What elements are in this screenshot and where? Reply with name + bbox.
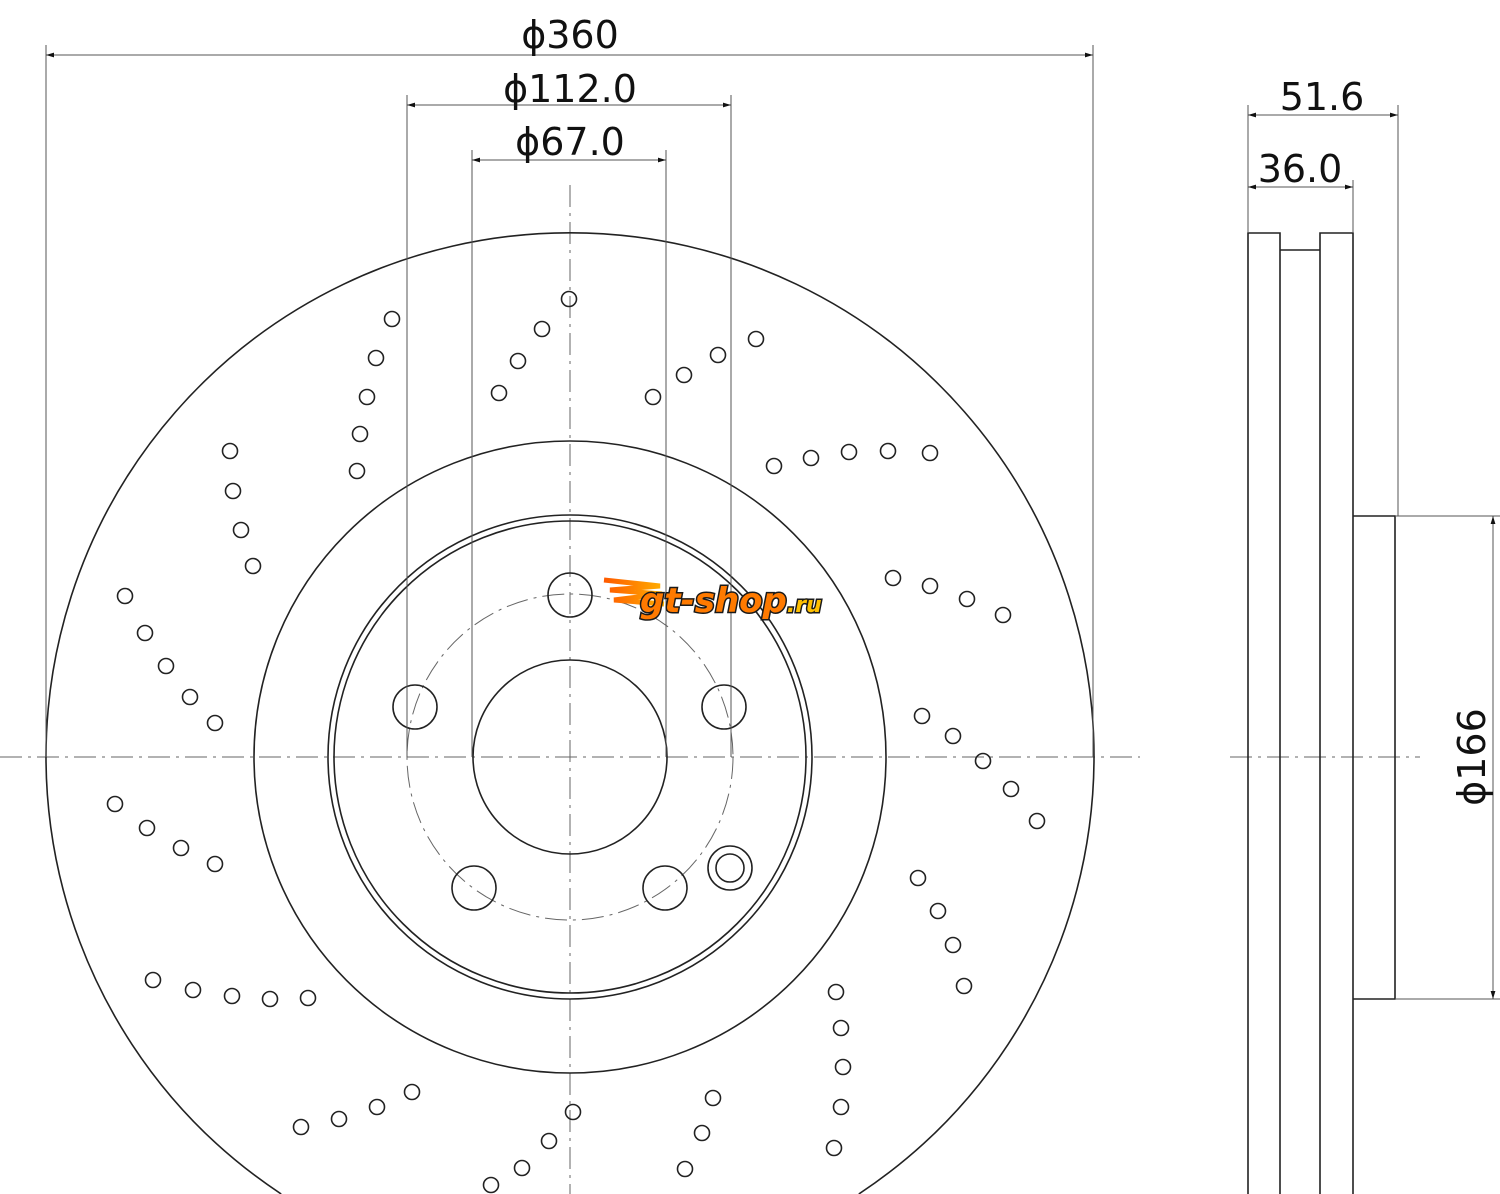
drilled-hole (840, 443, 858, 461)
outer-edge (45, 232, 1095, 1194)
drilled-hole (172, 839, 190, 857)
drilled-hole (879, 442, 897, 460)
drilled-hole (944, 936, 962, 954)
dim-center-bore: ϕ67.0 (515, 120, 625, 164)
side-view: 51.6 36.0 ϕ166 (1230, 75, 1500, 1194)
drilled-hole (206, 855, 224, 873)
hat-edge (253, 440, 887, 1074)
drilled-hole (224, 482, 242, 500)
drilled-hole (802, 449, 820, 467)
bolt-holes (392, 572, 747, 911)
hat-ring-inner (333, 520, 807, 994)
drilled-hole (181, 688, 199, 706)
logo-text: gt-shop (640, 581, 787, 621)
drilled-hole (994, 606, 1012, 624)
drilled-hole (490, 384, 508, 402)
dim-bolt-circle: ϕ112.0 (503, 67, 637, 111)
drilled-hole (513, 1159, 531, 1177)
svg-text:gt-shop.ru: gt-shop.ru (640, 581, 822, 621)
drilled-hole (116, 587, 134, 605)
drilled-hole (974, 752, 992, 770)
dim-hat-diameter: ϕ166 (1450, 708, 1494, 806)
drilled-hole (330, 1110, 348, 1128)
drilled-hole (221, 442, 239, 460)
drilled-hole (403, 1083, 421, 1101)
drilled-hole (540, 1132, 558, 1150)
drilled-hole (929, 902, 947, 920)
locating-hole-outer (707, 845, 753, 891)
drilled-hole (675, 366, 693, 384)
drilled-hole (348, 462, 366, 480)
drilled-hole (693, 1124, 711, 1142)
drilled-hole (299, 989, 317, 1007)
drilled-hole (1028, 812, 1046, 830)
drilled-holes (106, 290, 1046, 1194)
hat-section (1353, 515, 1396, 1000)
drilled-hole (560, 290, 578, 308)
drilled-hole (144, 971, 162, 989)
drilled-hole (564, 1103, 582, 1121)
drilled-hole (832, 1098, 850, 1116)
bolt-hole (642, 865, 688, 911)
front-dimensions: ϕ360 ϕ112.0 ϕ67.0 (45, 13, 1094, 757)
front-view (0, 185, 1140, 1194)
drilled-hole (955, 977, 973, 995)
drilled-hole (747, 330, 765, 348)
drilled-hole (709, 346, 727, 364)
drilled-hole (704, 1089, 722, 1107)
center-bore (472, 659, 668, 855)
drilled-hole (509, 352, 527, 370)
bolt-hole (701, 684, 747, 730)
drilled-hole (644, 388, 662, 406)
drilled-hole (884, 569, 902, 587)
drilled-hole (106, 795, 124, 813)
drilled-hole (832, 1019, 850, 1037)
drilled-hole (944, 727, 962, 745)
drilled-hole (834, 1058, 852, 1076)
hat-ring-outer (327, 514, 813, 1000)
gt-shop-logo: gt-shop.ru (603, 577, 823, 623)
dim-total-height: 51.6 (1280, 75, 1365, 119)
drilled-hole (827, 983, 845, 1001)
drilled-hole (765, 457, 783, 475)
drilled-hole (157, 657, 175, 675)
drilled-hole (292, 1118, 310, 1136)
locating-hole-inner (715, 853, 745, 883)
drilled-hole (138, 819, 156, 837)
dim-outer-diameter: ϕ360 (521, 13, 619, 57)
drilled-hole (244, 557, 262, 575)
drilled-hole (383, 310, 401, 328)
bolt-hole (392, 684, 438, 730)
drilled-hole (533, 320, 551, 338)
drilled-hole (913, 707, 931, 725)
drilled-hole (358, 388, 376, 406)
bolt-hole (547, 572, 593, 618)
drilled-hole (232, 521, 250, 539)
drilled-hole (206, 714, 224, 732)
drilled-hole (482, 1176, 500, 1194)
drilled-hole (921, 577, 939, 595)
logo-suffix: .ru (787, 593, 822, 618)
disc-section (1247, 232, 1354, 1194)
drilled-hole (368, 1098, 386, 1116)
drilled-hole (958, 590, 976, 608)
drilled-hole (136, 624, 154, 642)
drilled-hole (676, 1160, 694, 1178)
bolt-hole (451, 865, 497, 911)
drilled-hole (1002, 780, 1020, 798)
drilled-hole (367, 349, 385, 367)
drilled-hole (184, 981, 202, 999)
drilled-hole (351, 425, 369, 443)
drilled-hole (921, 444, 939, 462)
drilled-hole (261, 990, 279, 1008)
drilled-hole (223, 987, 241, 1005)
dim-disc-thickness: 36.0 (1258, 147, 1343, 191)
drilled-hole (825, 1139, 843, 1157)
drilled-hole (909, 869, 927, 887)
